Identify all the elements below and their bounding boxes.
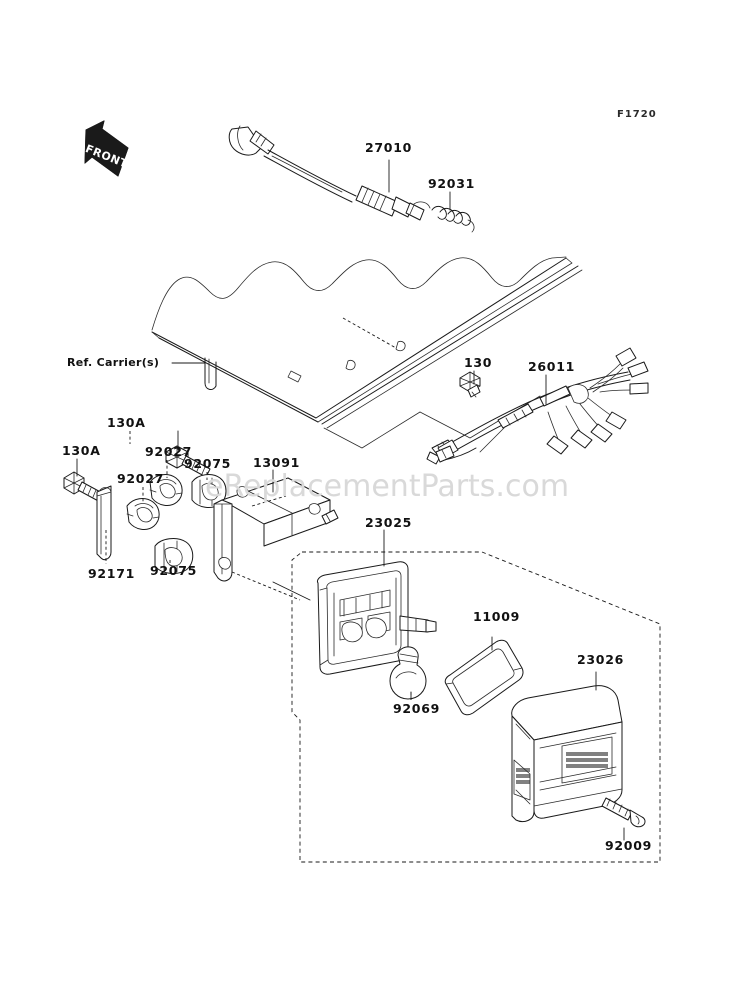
- part-label-92027-lower[interactable]: 92027: [117, 471, 164, 486]
- front-arrow-icon: [84, 120, 129, 177]
- part-label-23026[interactable]: 23026: [577, 652, 624, 667]
- part-92027-upper-art: [149, 474, 183, 506]
- part-92075-upper-art: [191, 474, 227, 508]
- part-26011-art: [426, 347, 649, 465]
- part-label-92009[interactable]: 92009: [605, 838, 652, 853]
- part-label-92027-upper[interactable]: 92027: [145, 444, 192, 459]
- part-label-92069[interactable]: 92069: [393, 701, 440, 716]
- part-27010-art: [228, 125, 425, 221]
- part-130-art: [459, 371, 481, 398]
- part-92075-lower-art: [154, 538, 194, 574]
- part-label-92075-lower[interactable]: 92075: [150, 563, 197, 578]
- part-label-23025[interactable]: 23025: [365, 515, 412, 530]
- watermark: eReplacementParts.com: [205, 469, 570, 504]
- part-13091-art: [213, 477, 339, 582]
- part-130A-upper-art: [165, 445, 211, 478]
- part-label-27010[interactable]: 27010: [365, 140, 412, 155]
- assembly-dashed-box: [291, 551, 661, 863]
- part-label-11009[interactable]: 11009: [473, 609, 520, 624]
- sheet-code: F1720: [617, 109, 657, 120]
- part-label-92075-upper[interactable]: 92075: [184, 456, 231, 471]
- part-label-130A-left[interactable]: 130A: [62, 443, 101, 458]
- part-92171-art: [96, 485, 112, 561]
- part-label-26011[interactable]: 26011: [528, 359, 575, 374]
- part-label-130A-upper[interactable]: 130A: [107, 415, 146, 430]
- carrier-art: [151, 256, 583, 449]
- part-92031-art: [413, 201, 475, 233]
- carrier-reference-label[interactable]: Ref. Carrier(s): [67, 356, 160, 369]
- leader-lines: [76, 159, 625, 841]
- part-label-92171[interactable]: 92171: [88, 566, 135, 581]
- part-92027-lower-art: [126, 498, 160, 530]
- part-23026-art: [511, 685, 623, 823]
- part-label-13091[interactable]: 13091: [253, 455, 300, 470]
- part-11009-art: [444, 639, 524, 716]
- part-92069-art: [389, 646, 427, 700]
- part-label-92031[interactable]: 92031: [428, 176, 475, 191]
- part-label-130[interactable]: 130: [464, 355, 493, 370]
- part-92009-art: [601, 797, 646, 828]
- part-23025-art: [317, 561, 437, 675]
